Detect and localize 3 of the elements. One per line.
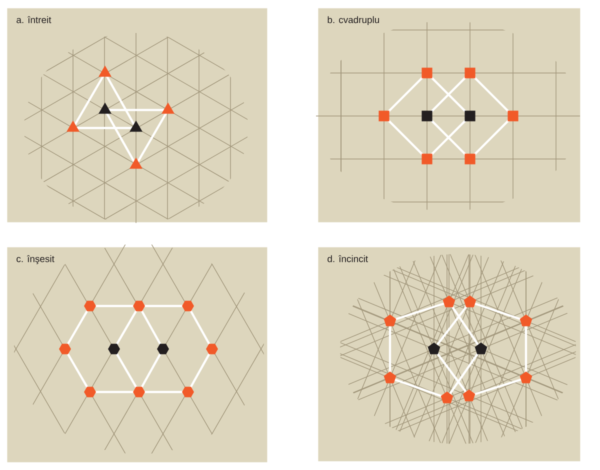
- panel: c. înşesit: [7, 247, 268, 462]
- panel: b. cvadruplu: [318, 8, 580, 222]
- panel: a. întreit: [7, 8, 268, 222]
